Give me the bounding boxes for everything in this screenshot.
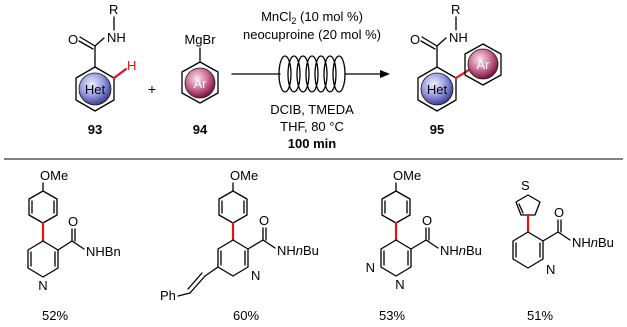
phenyl-label: Ph xyxy=(160,288,176,303)
plus-sign: + xyxy=(148,81,156,97)
compound-label-93: 93 xyxy=(88,122,102,137)
example-1: OMe N O NHBn 52% xyxy=(27,168,121,323)
compound-label-95: 95 xyxy=(430,122,444,137)
yield-label: 51% xyxy=(527,308,553,323)
conditions-solvent-temp: THF, 80 °C xyxy=(280,119,344,134)
pyridine-nitrogen: N xyxy=(38,278,47,293)
amide-substituent: NHnBu xyxy=(277,243,319,258)
carbonyl-oxygen: O xyxy=(259,213,269,228)
yield-label: 52% xyxy=(42,308,68,323)
amide-substituent: NHBn xyxy=(86,244,121,259)
thiophene-sulfur: S xyxy=(521,178,530,193)
conditions-time: 100 min xyxy=(288,136,336,151)
pyridine-nitrogen: N xyxy=(546,262,555,277)
example-4: S N O NHnBu 51% xyxy=(512,178,614,323)
conditions-catalyst: MnCl2 (10 mol %) xyxy=(261,9,363,26)
het-ring-label: Het xyxy=(85,82,106,97)
ar-ring-label: Ar xyxy=(477,57,491,72)
het-ring-marker xyxy=(78,72,112,106)
carbonyl-oxygen: O xyxy=(68,32,78,47)
amide-substituent: NHnBu xyxy=(572,235,614,250)
ar-ring-label: Ar xyxy=(194,76,208,91)
pyrimidine-nitrogen-2: N xyxy=(395,277,404,292)
carbonyl-oxygen: O xyxy=(422,213,432,228)
amide-nh: NH xyxy=(107,30,126,45)
conditions-ligand: neocuproine (20 mol %) xyxy=(243,27,381,42)
product-95: Het O NH R Ar 95 xyxy=(410,2,502,137)
flow-reactor-arrow xyxy=(231,55,390,93)
reactant-93: Het O NH R H 93 xyxy=(68,2,136,137)
pyrimidine-nitrogen-1: N xyxy=(366,260,375,275)
carbonyl-oxygen: O xyxy=(554,205,564,220)
methoxy-label: OMe xyxy=(393,168,421,183)
methoxy-label: OMe xyxy=(230,168,258,183)
example-2: OMe N O NHnBu Ph 60% xyxy=(160,168,319,323)
r-group: R xyxy=(451,2,460,17)
het-ring-marker xyxy=(420,72,454,106)
yield-label: 53% xyxy=(379,308,405,323)
yield-label: 60% xyxy=(233,308,259,323)
grignard-mgbr: MgBr xyxy=(184,32,216,47)
r-group: R xyxy=(109,2,118,17)
methoxy-label: OMe xyxy=(40,168,68,183)
amide-substituent: NHnBu xyxy=(440,243,482,258)
conditions-additives: DCIB, TMEDA xyxy=(270,102,354,117)
het-ring-label: Het xyxy=(427,82,448,97)
compound-label-94: 94 xyxy=(193,122,208,137)
carbonyl-oxygen: O xyxy=(68,214,78,229)
ortho-h: H xyxy=(127,58,136,73)
example-3: OMe N N O NHnBu 53% xyxy=(366,168,482,323)
carbonyl-oxygen: O xyxy=(410,32,420,47)
ar-ring-marker xyxy=(467,48,499,80)
ar-ring-marker xyxy=(184,67,216,99)
amide-nh: NH xyxy=(449,30,468,45)
pyridine-nitrogen: N xyxy=(251,268,260,283)
reactant-94: Ar MgBr 94 xyxy=(181,32,219,137)
